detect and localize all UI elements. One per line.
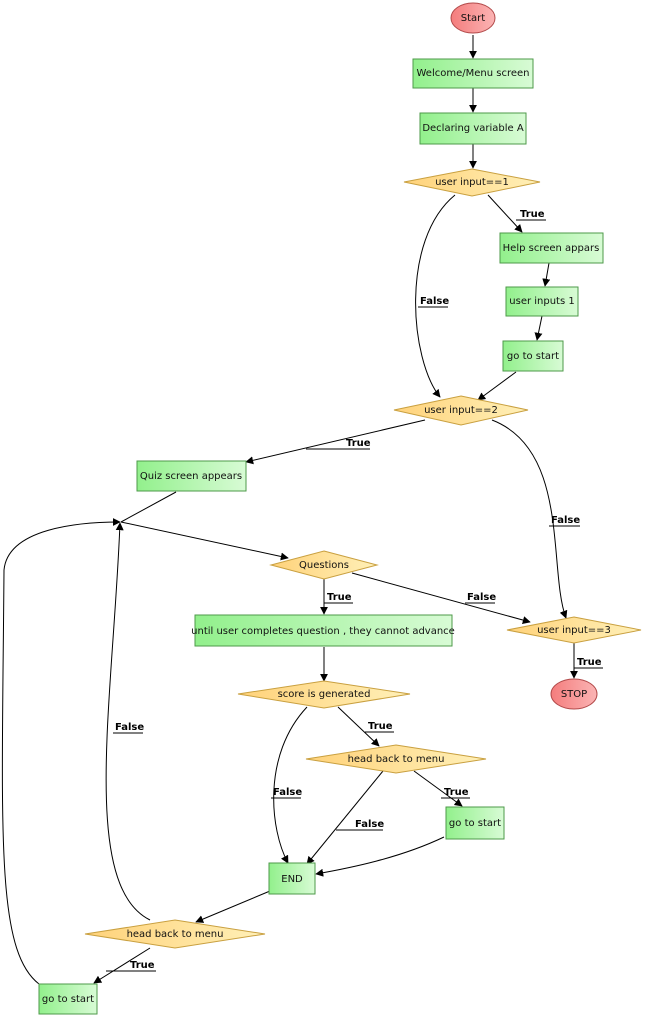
- node-decision-input-1[interactable]: user input==1: [403, 168, 541, 197]
- edge-label-true-d3: True: [577, 657, 602, 668]
- edge-label-false-d1: False: [420, 296, 449, 307]
- edge-hb2-junction: [105, 522, 151, 921]
- node-label: user input==3: [537, 625, 611, 636]
- edge-label-true-d1: True: [520, 209, 545, 220]
- node-label: user input==1: [435, 177, 509, 188]
- edge-d2-quiz: [245, 419, 426, 465]
- edge-hb1-end: [306, 770, 384, 865]
- node-label: Welcome/Menu screen: [417, 68, 530, 79]
- node-label: Start: [461, 13, 486, 24]
- edge-labels: True False True False True False True Tr…: [106, 209, 603, 972]
- edge-help-inputs1: [542, 262, 551, 287]
- edge-inputs1-goto1: [534, 315, 543, 341]
- edge-d2-d3: [491, 419, 568, 619]
- node-label: score is generated: [278, 689, 371, 700]
- node-end[interactable]: END: [268, 862, 316, 895]
- node-go-to-start-1[interactable]: go to start: [502, 340, 564, 372]
- node-label: END: [281, 874, 303, 885]
- node-label: user input==2: [424, 405, 498, 416]
- node-decision-input-2[interactable]: user input==2: [393, 395, 529, 426]
- edge-score-hb1: [337, 706, 380, 747]
- edge-questions-d3: [351, 572, 531, 624]
- node-head-back-menu-1[interactable]: head back to menu: [305, 744, 487, 774]
- edge-end-hb2: [195, 890, 271, 923]
- node-label: Quiz screen appears: [140, 471, 242, 482]
- edge-label-true-d2: True: [346, 438, 371, 449]
- node-go-to-start-2[interactable]: go to start: [445, 806, 505, 840]
- edge-goto3-junction: [1, 518, 121, 985]
- node-quiz[interactable]: Quiz screen appears: [136, 460, 247, 492]
- edge-label-true-score: True: [368, 721, 393, 732]
- edge-label-false-hb2: False: [115, 722, 144, 733]
- node-label: head back to menu: [127, 929, 224, 940]
- edge-hb2-goto3: [93, 947, 151, 984]
- node-stop[interactable]: STOP: [550, 678, 598, 710]
- edge-label-true-questions: True: [327, 592, 352, 603]
- edge-label-false-questions: False: [467, 592, 496, 603]
- node-label: Help screen appars: [503, 243, 600, 254]
- edge-hb1-goto2: [413, 770, 463, 807]
- edge-label-false-hb1: False: [355, 819, 384, 830]
- node-label: go to start: [507, 351, 559, 362]
- edge-label-false-d2: False: [551, 515, 580, 526]
- node-welcome[interactable]: Welcome/Menu screen: [412, 58, 534, 89]
- node-questions[interactable]: Questions: [269, 550, 379, 580]
- edge-label-false-score: False: [273, 787, 302, 798]
- edge-score-end: [273, 706, 308, 864]
- node-label: until user completes question , they can…: [191, 626, 455, 637]
- node-label: go to start: [449, 818, 501, 829]
- node-label: Declaring variable A: [422, 123, 524, 134]
- node-label: head back to menu: [348, 754, 445, 765]
- edge-goto2-end: [315, 836, 445, 877]
- node-user-inputs-1[interactable]: user inputs 1: [505, 286, 579, 317]
- node-go-to-start-3[interactable]: go to start: [38, 983, 98, 1015]
- node-help[interactable]: Help screen appars: [499, 232, 604, 264]
- node-label: user inputs 1: [509, 296, 574, 307]
- edge-d1-d2: [415, 194, 456, 398]
- edge-quiz-junction: [120, 491, 177, 523]
- edge-goto1-d2: [477, 371, 517, 401]
- node-label: go to start: [42, 994, 94, 1005]
- node-decision-input-3[interactable]: user input==3: [506, 616, 642, 644]
- node-declare[interactable]: Declaring variable A: [419, 112, 527, 145]
- node-cannot-advance[interactable]: until user completes question , they can…: [191, 614, 455, 647]
- edge-label-true-hb1: True: [444, 787, 469, 798]
- edge-label-true-hb2: True: [130, 960, 155, 971]
- node-head-back-menu-2[interactable]: head back to menu: [84, 919, 266, 949]
- edge-d1-help: [487, 194, 523, 233]
- node-score[interactable]: score is generated: [237, 680, 411, 709]
- edges: [1, 35, 578, 985]
- node-start[interactable]: Start: [450, 2, 496, 34]
- node-label: Questions: [299, 560, 349, 571]
- node-label: STOP: [561, 689, 587, 700]
- edge-junction-questions: [120, 521, 289, 561]
